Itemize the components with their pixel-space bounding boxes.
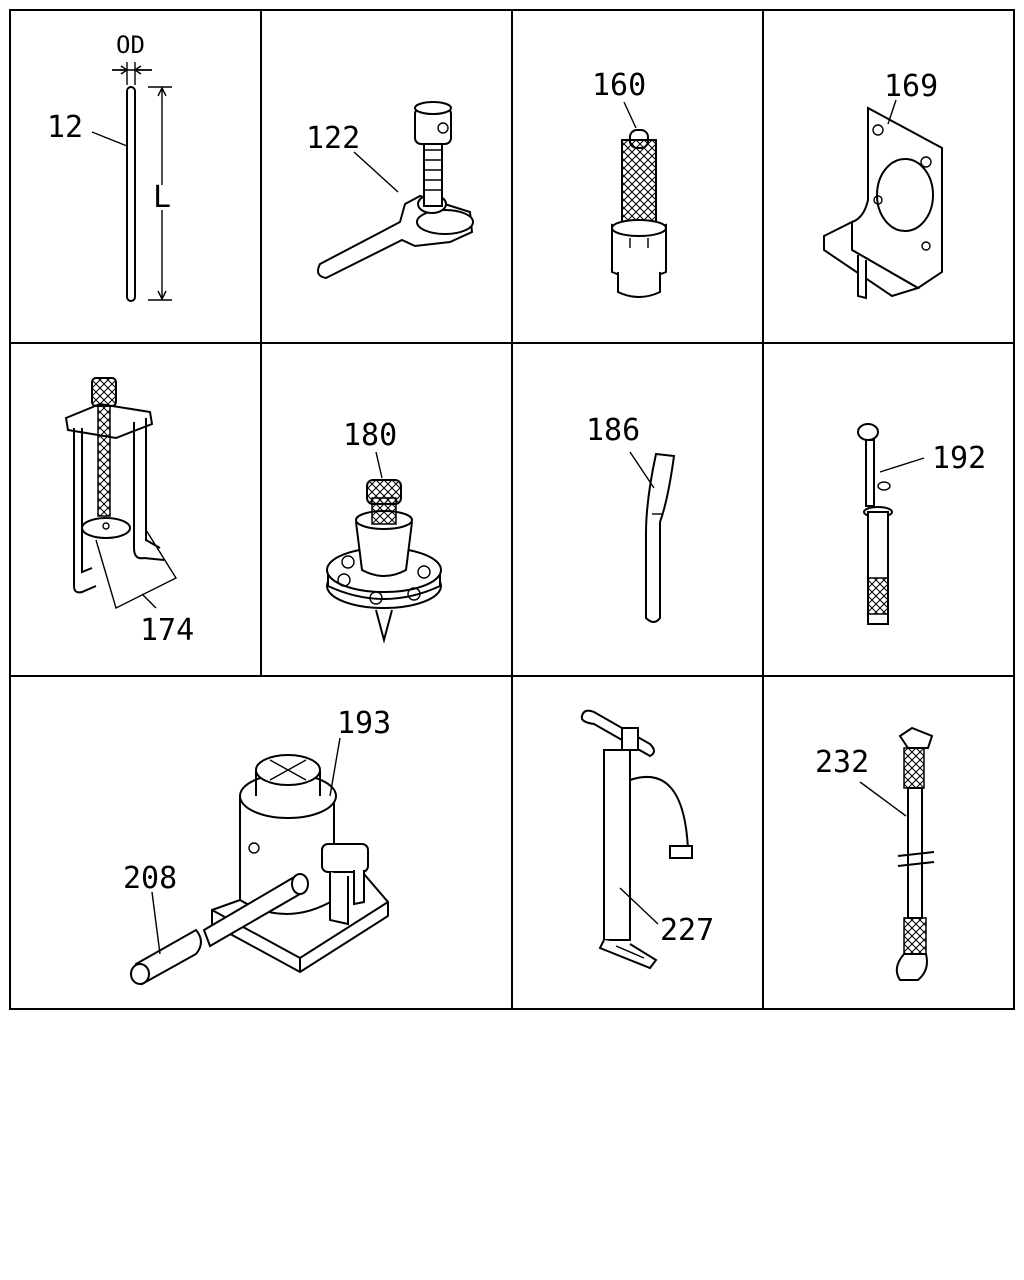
callout-174: 174 [140,613,194,648]
callout-l: L [153,180,171,215]
pump-icon [580,709,693,970]
callout-160: 160 [592,68,646,103]
knurled-driver-icon [611,101,667,298]
callout-169: 169 [884,69,938,104]
handle-bar-icon [130,873,309,986]
tester-icon [857,423,925,625]
bottle-jack-icon [211,737,389,974]
callout-12: 12 [47,110,83,145]
callout-232: 232 [815,745,869,780]
callout-186: 186 [586,413,640,448]
press-base-icon [326,451,442,644]
callout-122: 122 [306,121,360,156]
callout-193: 193 [337,706,391,741]
chisel-icon [629,451,676,623]
grid-frame [9,9,1015,1010]
callout-180: 180 [343,418,397,453]
rod-icon [91,62,172,302]
wrench-icon [317,101,474,280]
hose-adapter-icon [859,726,935,981]
callout-208: 208 [123,861,177,896]
callout-od: OD [116,31,145,59]
puller-icon [64,377,178,610]
callout-227: 227 [660,913,714,948]
callout-192: 192 [932,441,986,476]
bracket-icon [823,99,943,300]
